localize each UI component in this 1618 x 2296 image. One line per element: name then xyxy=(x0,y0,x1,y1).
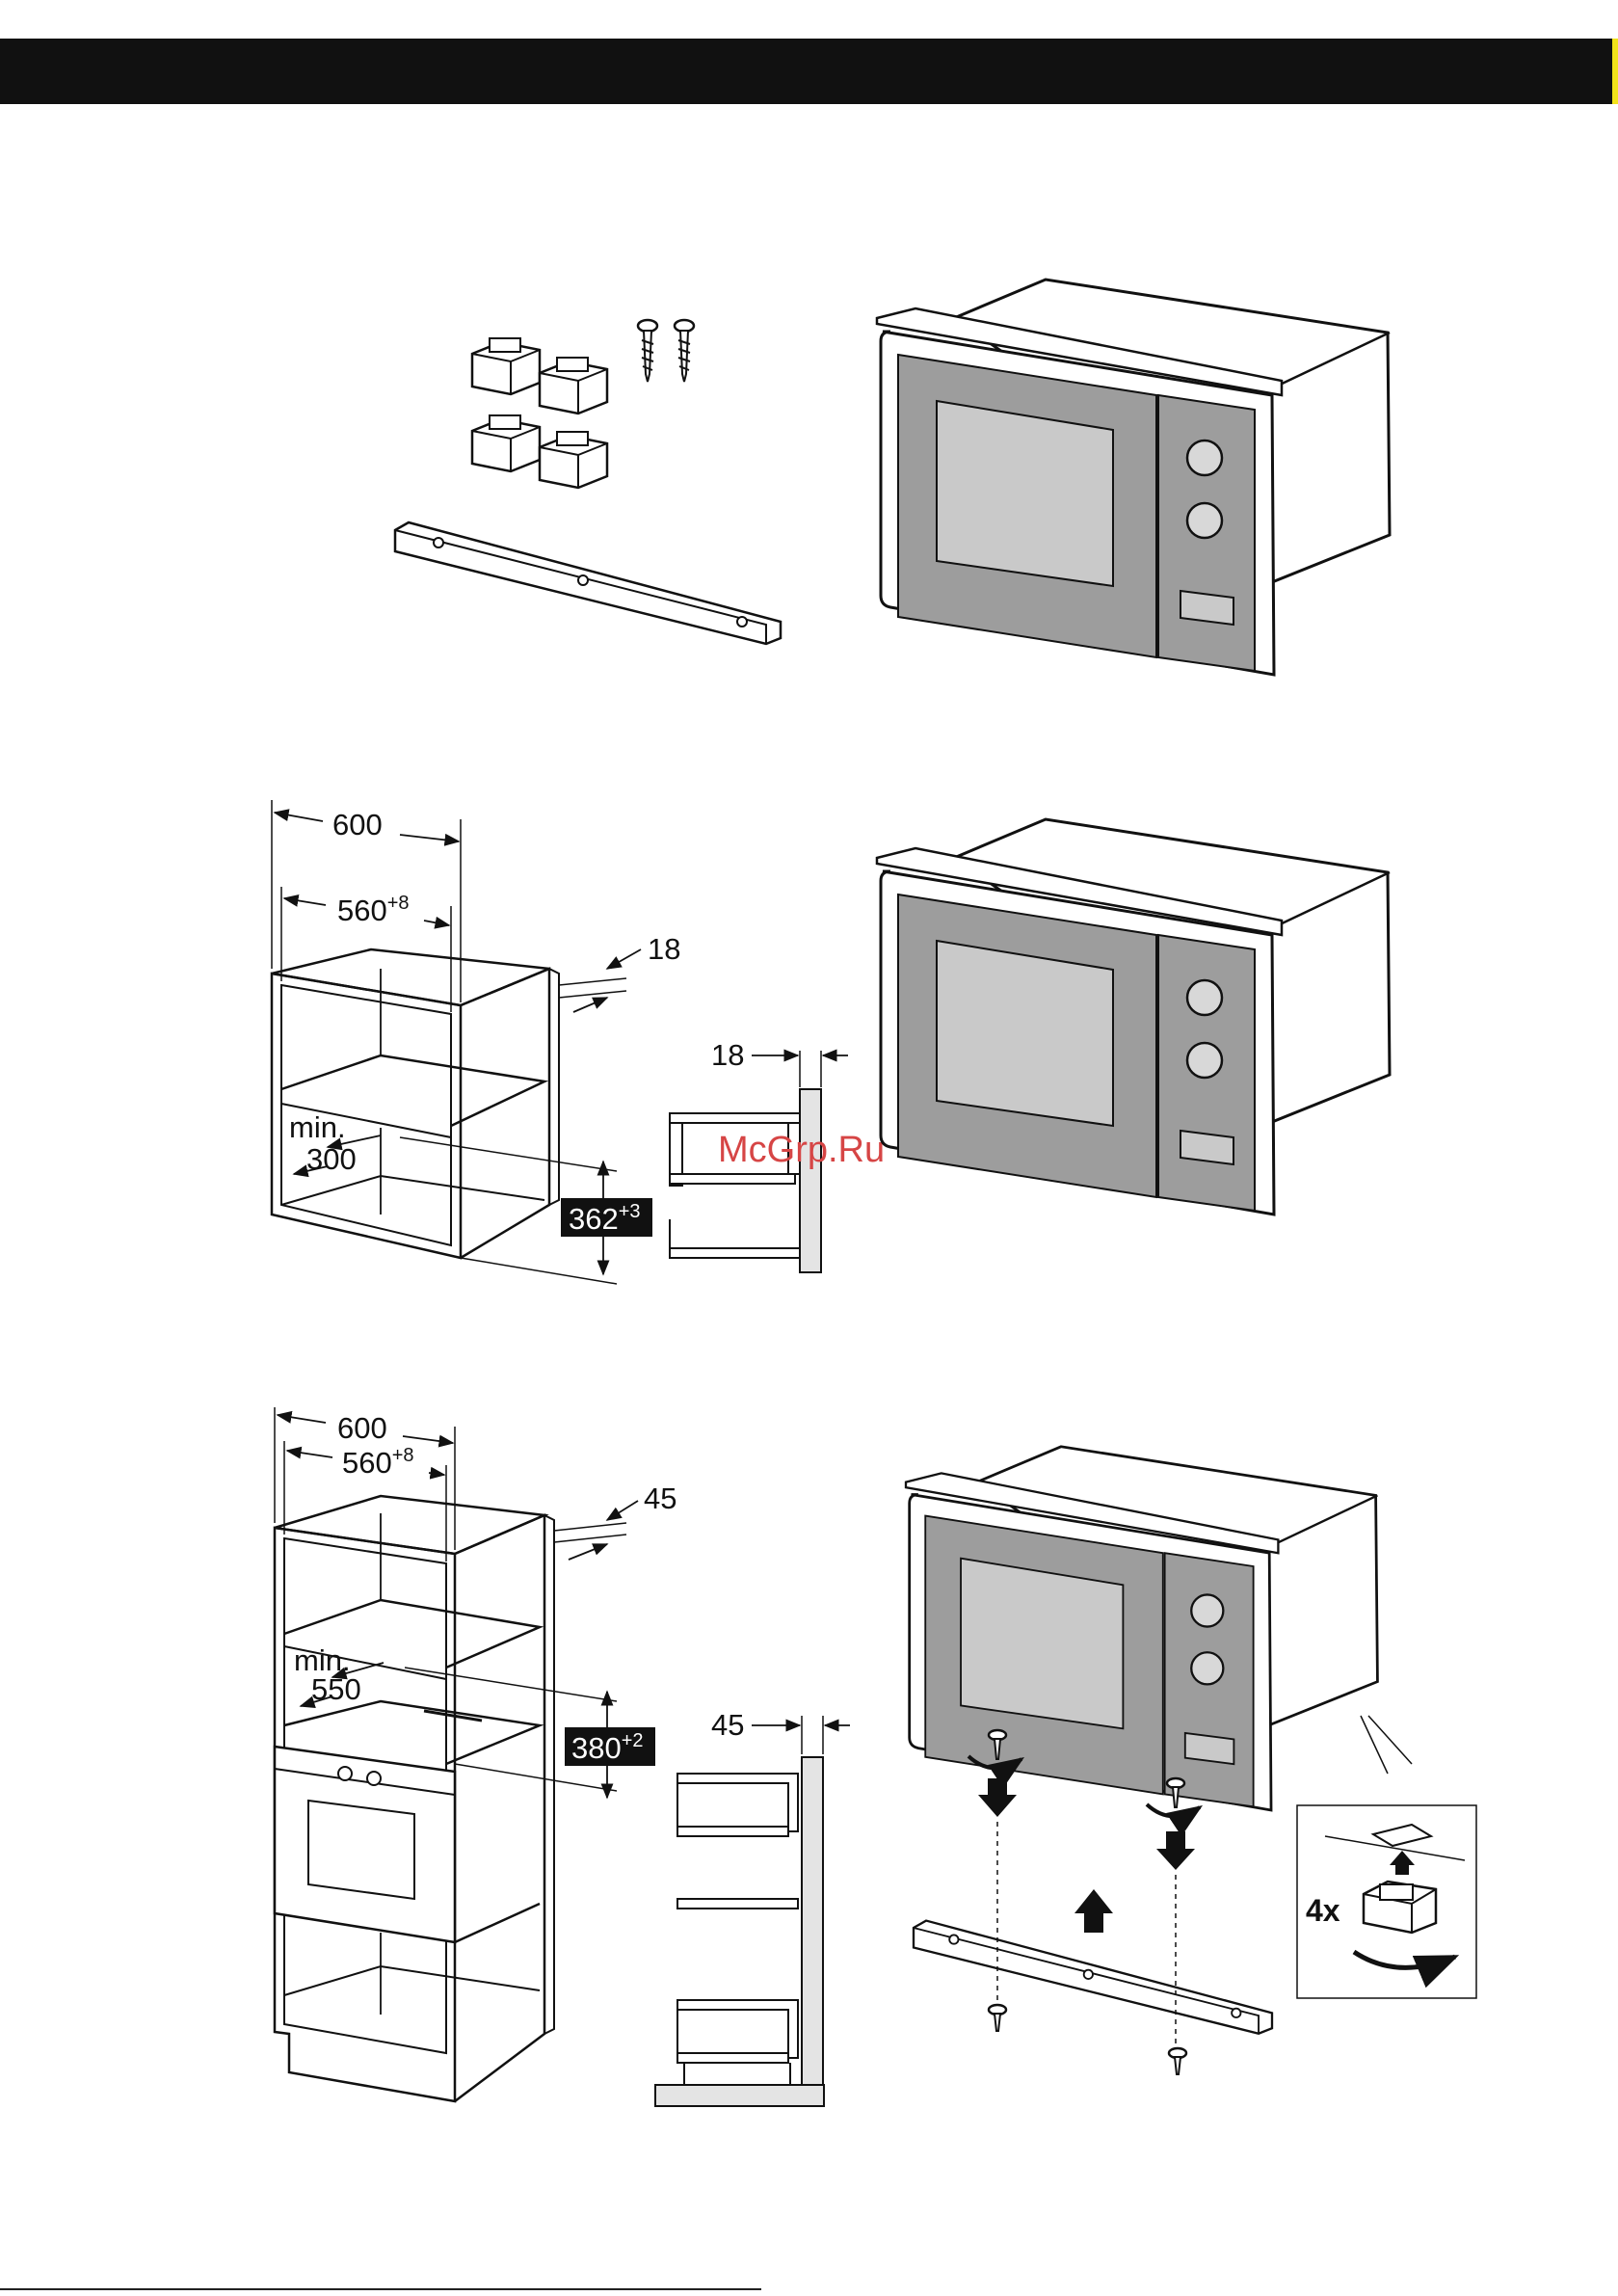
microwave-unit-3 xyxy=(906,1447,1377,1810)
dim-line-560-b xyxy=(424,921,449,925)
up-arrow-icon xyxy=(1074,1889,1113,1933)
dim-line-560-a xyxy=(284,898,326,905)
side3-section-drawing xyxy=(655,1716,824,2106)
microwave-unit-1 xyxy=(877,280,1390,675)
dim3-line-45-top xyxy=(607,1501,638,1520)
feet-count: 4x xyxy=(1306,1893,1340,1928)
dim-width-inner: 560+8 xyxy=(337,893,410,927)
dim3-line-600-a xyxy=(278,1415,326,1423)
accessory-feet xyxy=(472,338,607,488)
dim3-panel-thickness: 45 xyxy=(644,1482,676,1515)
dim3-line-600-b xyxy=(403,1436,453,1443)
dim3-width-outer: 600 xyxy=(337,1411,387,1445)
dim-panel-thickness: 18 xyxy=(648,932,680,966)
dim-line-600-b xyxy=(400,835,459,841)
microwave-unit-2 xyxy=(877,819,1390,1215)
dim3-line-45-top-b xyxy=(569,1544,607,1560)
dim-side-panel: 18 xyxy=(711,1038,744,1072)
dim3-line-560-b xyxy=(429,1473,444,1475)
mounting-rail xyxy=(395,522,781,644)
dim-line-18-top-b xyxy=(573,998,607,1012)
watermark: McGrp.Ru xyxy=(718,1130,885,1170)
dim3-width-inner: 560+8 xyxy=(342,1445,414,1480)
dim3-side-panel: 45 xyxy=(711,1708,744,1742)
screw-icon xyxy=(638,320,694,382)
mounting-rail-3 xyxy=(914,1921,1272,2034)
dim-line-18-top xyxy=(607,949,641,969)
dim-width-outer: 600 xyxy=(332,808,383,841)
min-height-value: 300 xyxy=(306,1142,357,1176)
footer-line xyxy=(0,2288,761,2290)
dim-line-600-a xyxy=(275,813,323,821)
foot-detail-panel xyxy=(1297,1716,1476,1998)
dim3-line-560-a xyxy=(287,1451,332,1457)
min-label: min. xyxy=(289,1110,346,1144)
min3-height-value: 550 xyxy=(311,1672,361,1706)
